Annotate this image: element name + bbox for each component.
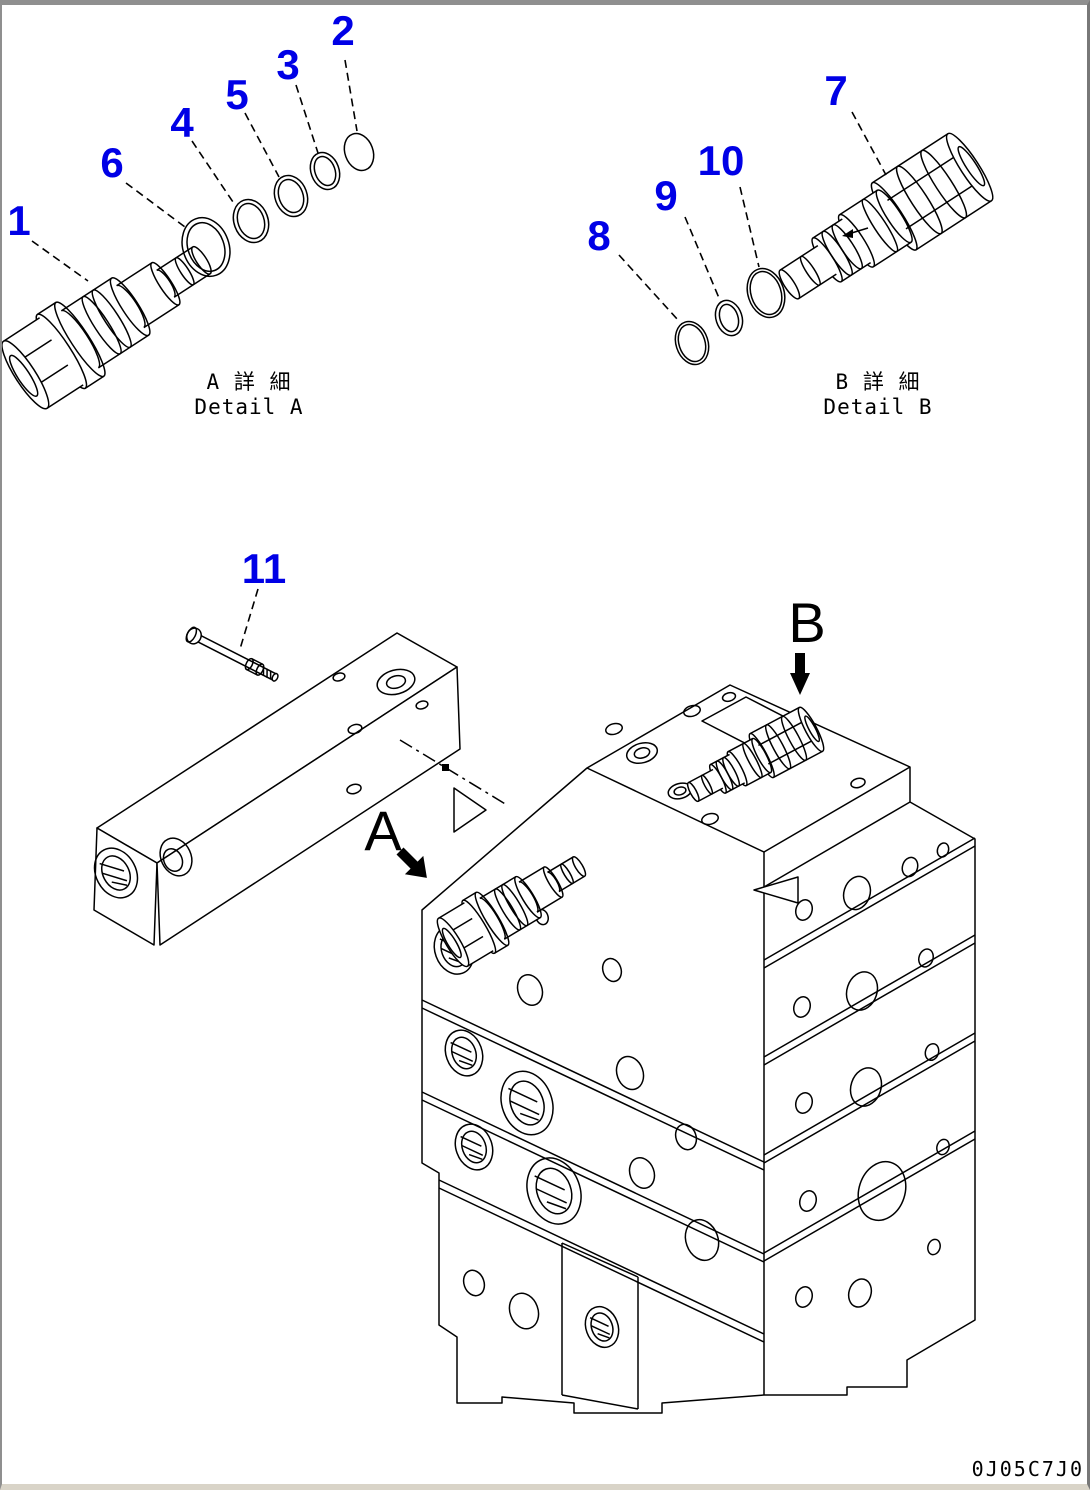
callout-9: 9 [654, 172, 677, 219]
view-label-b: B [788, 591, 825, 654]
view-label-a: A [364, 799, 402, 862]
leader-line-6 [125, 182, 186, 228]
callout-3: 3 [276, 41, 299, 88]
section-triangle-b [753, 876, 799, 904]
section-triangle-a [453, 787, 487, 833]
callout-8: 8 [587, 212, 610, 259]
o-ring-4 [232, 198, 270, 244]
detail-a-view: 1 6 4 5 3 2 A 詳 細 Detail A [2, 7, 375, 419]
o-ring-2 [343, 132, 375, 172]
o-ring-8 [674, 320, 710, 366]
callout-7: 7 [824, 67, 847, 114]
callout-2: 2 [331, 7, 354, 54]
valve-part-1 [2, 219, 231, 418]
callout-4: 4 [170, 99, 194, 146]
callout-11: 11 [242, 545, 286, 592]
leader-line-3 [295, 84, 319, 154]
centerline-dot [442, 764, 449, 771]
parts-diagram-svg: 1 6 4 5 3 2 A 詳 細 Detail A 8 9 [2, 7, 1084, 1481]
view-arrow-a [396, 847, 427, 878]
spool-arrow-mark [842, 227, 869, 238]
leader-line-10 [739, 186, 760, 268]
leader-line-8 [618, 254, 679, 321]
detail-a-title-en: Detail A [194, 395, 303, 419]
leader-line-11 [239, 588, 259, 650]
leader-line-7 [851, 111, 887, 176]
o-ring-10 [746, 267, 786, 319]
leader-line-2 [344, 59, 358, 132]
leader-line-5 [244, 112, 280, 178]
o-ring-5 [273, 174, 309, 218]
o-ring-9 [714, 299, 744, 337]
callout-1: 1 [7, 197, 30, 244]
main-valve-body [421, 684, 976, 1414]
detail-a-title-jp: A 詳 細 [207, 370, 292, 394]
leader-line-4 [191, 140, 236, 206]
detail-b-title-en: Detail B [823, 395, 932, 419]
callout-10: 10 [698, 137, 745, 184]
assembly-centerline [399, 739, 508, 806]
valve-part-7 [762, 128, 1000, 322]
leader-line-9 [684, 216, 720, 299]
callout-5: 5 [225, 71, 248, 118]
o-ring-3 [309, 151, 341, 191]
manifold-block [84, 632, 461, 946]
detail-b-title-jp: B 詳 細 [836, 370, 921, 394]
detail-b-view: 8 9 10 7 B 詳 細 Detail B [587, 67, 1000, 419]
drawing-number: 0J05C7J0 [972, 1457, 1084, 1481]
bolt-part-11 [183, 624, 282, 687]
o-ring-6 [181, 216, 231, 278]
leader-line-1 [31, 240, 89, 282]
view-arrow-b [790, 653, 810, 695]
callout-6: 6 [100, 139, 123, 186]
